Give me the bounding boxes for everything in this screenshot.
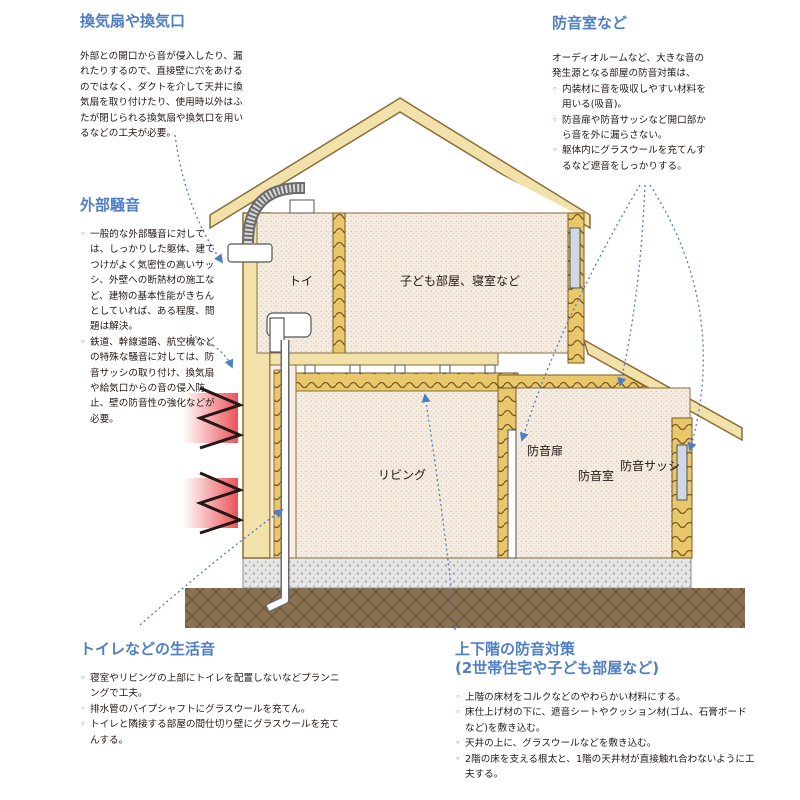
room-label-living: リビング (378, 468, 427, 482)
kids-room (332, 212, 571, 354)
list-item: 上階の床材をコルクなどのやわらかい材料にする。 (455, 690, 755, 706)
list-item: 床仕上げ材の下に、遮音シートやクッション材(ゴム、石膏ボードなど)を敷き込む。 (455, 705, 755, 736)
annotation-floor-noise-subtitle: (2世帯住宅や子ども部屋など) (455, 659, 660, 677)
list-item: 躯体内にグラスウールを充てんするなど遮音をしっかりする。 (552, 143, 710, 174)
list-item: 防音扉や防音サッシなど開口部から音を外に漏らさない。 (552, 113, 710, 144)
attic (248, 122, 575, 213)
foundation (242, 557, 692, 589)
list-item: 2階の床を支える根太と、1階の天井材が直接触れ合わないように工夫する。 (455, 752, 755, 783)
list-item: 寝室やリビングの上部にトイレを配置しないなどプランニングで工夫。 (80, 671, 342, 702)
list-item: 一般的な外部騒音に対しては、しっかりした躯体、建てつけがよく気密性の高いサッシ、… (80, 227, 220, 335)
annotation-outdoor-noise-title: 外部騒音 (80, 196, 141, 214)
drain-pipe-inner (266, 340, 288, 611)
list-item: 内装材に音を吸収しやすい材料を用いる(吸音)。 (552, 82, 710, 113)
annotation-outdoor-noise-list: 一般的な外部騒音に対しては、しっかりした躯体、建てつけがよく気密性の高いサッシ、… (80, 227, 220, 427)
soundproof-room (507, 387, 691, 559)
annotation-outdoor-noise: 外部騒音 一般的な外部騒音に対しては、しっかりした躯体、建てつけがよく気密性の高… (80, 196, 220, 427)
annotation-floor-noise: 上下階の防音対策 (2世帯住宅や子ども部屋など) 上階の床材をコルクなどのやわら… (455, 640, 755, 782)
annotation-ventilation-body: 外部との開口から音が侵入したり、漏れたりするので、直接壁に穴をあけるのではなく、… (80, 51, 244, 140)
toilet-partition-insulation (332, 212, 346, 354)
list-item: 天井の上に、グラスウールなどを敷き込む。 (455, 736, 755, 752)
vent-duct-ribs (244, 184, 305, 244)
window-2f (569, 227, 581, 289)
soundproof-door (507, 429, 517, 559)
room-label-toilet: トイ (289, 274, 314, 288)
floor-2f (269, 352, 499, 366)
room-label-soundproof-sash: 防音サッシ (620, 459, 681, 473)
ceiling-insulation (295, 372, 519, 392)
soundproof-sash (676, 444, 688, 501)
annotation-ventilation-title: 換気扇や換気口 (80, 12, 186, 30)
annotation-soundproof-room-list: 内装材に音を吸収しやすい材料を用いる(吸音)。 防音扉や防音サッシなど開口部から… (552, 82, 710, 174)
list-item: 鉄道、幹線道路、航空機などの特殊な騒音に対しては、防音サッシの取り付け、換気扇や… (80, 335, 220, 427)
annotation-soundproof-room-title: 防音室など (552, 14, 628, 32)
annotation-toilet-noise: トイレなどの生活音 寝室やリビングの上部にトイレを配置しないなどプランニングで工… (80, 640, 342, 748)
annotation-floor-noise-title: 上下階の防音対策 (455, 640, 576, 658)
room-label-kids-room: 子ども部屋、寝室など (400, 274, 521, 288)
annotation-toilet-noise-title: トイレなどの生活音 (80, 640, 216, 658)
ceiling-fan (289, 199, 315, 214)
room-label-soundproof-door: 防音扉 (527, 444, 564, 458)
annotation-soundproof-room: 防音室など オーディオルームなど、大きな音の発生源となる部屋の防音対策は、 内装… (552, 14, 710, 174)
vent-hood (227, 243, 273, 263)
living-room (295, 390, 509, 559)
annotation-ventilation: 換気扇や換気口 外部との開口から音が侵入したり、漏れたりするので、直接壁に穴をあ… (80, 12, 252, 141)
list-item: トイレと隣接する部屋の間仕切り壁にグラスウールを充てんする。 (80, 717, 342, 748)
floor-joists (304, 364, 496, 374)
annotation-floor-noise-list: 上階の床材をコルクなどのやわらかい材料にする。 床仕上げ材の下に、遮音シートやク… (455, 690, 755, 782)
annotation-toilet-noise-list: 寝室やリビングの上部にトイレを配置しないなどプランニングで工夫。 排水管のパイプ… (80, 671, 342, 748)
annotation-soundproof-room-intro: オーディオルームなど、大きな音の発生源となる部屋の防音対策は、 (552, 53, 705, 80)
list-item: 排水管のパイプシャフトにグラスウールを充てん。 (80, 702, 342, 718)
room-label-soundproof-room: 防音室 (578, 469, 615, 483)
